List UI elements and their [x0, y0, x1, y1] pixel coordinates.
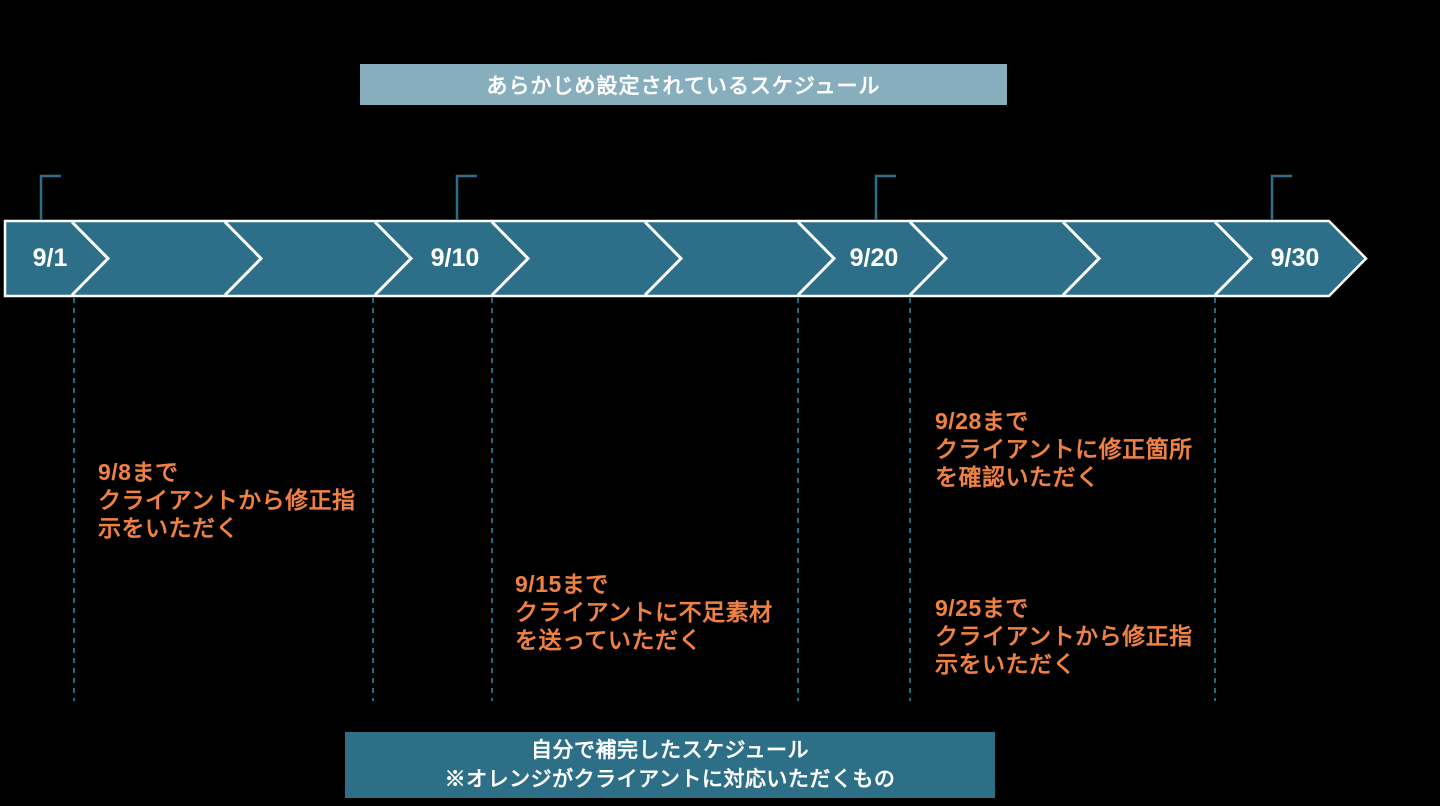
- bracket-markers: [39, 174, 1292, 220]
- annotation-9-25: 9/25まで クライアントから修正指 示をいただく: [935, 594, 1193, 678]
- annotation-9-15: 9/15まで クライアントに不足素材 を送っていただく: [515, 570, 773, 654]
- dashed-guidelines: [73, 298, 1216, 701]
- chevron-dividers: [70, 220, 1254, 297]
- preset-schedule-banner: あらかじめ設定されているスケジュール: [360, 64, 1007, 105]
- annotation-line: クライアントから修正指: [98, 487, 356, 513]
- annotation-line: を確認いただく: [935, 464, 1100, 490]
- annotation-line: クライアントに不足素材: [515, 599, 773, 625]
- annotation-line: 9/8まで: [98, 459, 179, 485]
- annotation-line: 9/15まで: [515, 571, 609, 597]
- chevron-divider: [908, 220, 949, 297]
- date-label-9-10: 9/10: [430, 244, 480, 272]
- annotation-line: クライアントに修正箇所: [935, 436, 1193, 462]
- annotation-line: 9/25まで: [935, 595, 1029, 621]
- self-schedule-legend: 自分で補完したスケジュール ※オレンジがクライアントに対応いただくもの: [345, 732, 995, 798]
- timeline-bar: [3, 219, 1368, 298]
- date-label-9-1: 9/1: [32, 244, 68, 272]
- preset-schedule-banner-label: あらかじめ設定されているスケジュール: [486, 74, 881, 98]
- chevron-divider: [643, 220, 684, 297]
- chevron-divider: [1061, 220, 1102, 297]
- self-schedule-legend-line2: ※オレンジがクライアントに対応いただくもの: [444, 768, 896, 791]
- annotation-line: を送っていただく: [515, 627, 702, 653]
- chevron-divider: [1213, 220, 1254, 297]
- bracket-marker: [1270, 174, 1292, 220]
- annotation-line: クライアントから修正指: [935, 623, 1193, 649]
- self-schedule-legend-line1: 自分で補完したスケジュール: [530, 739, 810, 762]
- chevron-divider: [796, 220, 837, 297]
- annotation-line: 示をいただく: [98, 515, 239, 541]
- annotation-line: 示をいただく: [935, 651, 1076, 677]
- annotation-line: 9/28まで: [935, 408, 1029, 434]
- bracket-marker: [39, 174, 61, 220]
- bracket-marker: [874, 174, 896, 220]
- date-label-9-20: 9/20: [849, 244, 899, 272]
- annotation-9-28: 9/28まで クライアントに修正箇所 を確認いただく: [935, 407, 1193, 491]
- date-label-9-30: 9/30: [1270, 244, 1320, 272]
- chevron-divider: [223, 220, 264, 297]
- bracket-marker: [455, 174, 477, 220]
- chevron-divider: [70, 220, 111, 297]
- chevron-divider: [490, 220, 531, 297]
- chevron-divider: [373, 220, 414, 297]
- annotation-9-8: 9/8まで クライアントから修正指 示をいただく: [98, 458, 356, 542]
